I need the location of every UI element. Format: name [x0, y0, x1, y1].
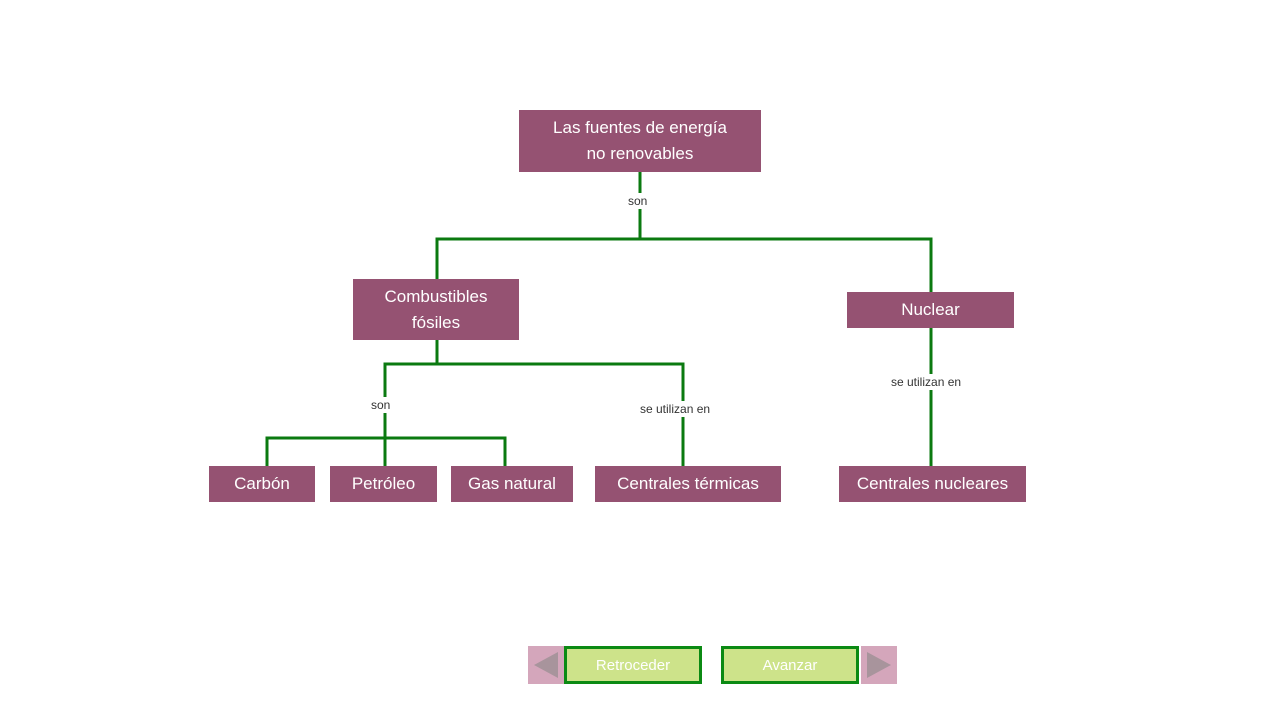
- node-root: Las fuentes de energía no renovables: [519, 110, 761, 172]
- next-arrow-button[interactable]: [861, 646, 897, 684]
- node-thermal-plants-label: Centrales térmicas: [617, 474, 759, 493]
- node-natural-gas-label: Gas natural: [468, 474, 556, 493]
- node-nuclear-label: Nuclear: [901, 300, 960, 319]
- link-label-fossil-use: se utilizan en: [636, 401, 715, 417]
- next-button[interactable]: Avanzar: [721, 646, 859, 684]
- link-label-root-son: son: [624, 193, 652, 209]
- node-carbon-label: Carbón: [234, 474, 290, 493]
- node-root-label: Las fuentes de energía no renovables: [553, 118, 727, 163]
- left-triangle-icon: [534, 652, 558, 678]
- node-petroleum: Petróleo: [330, 466, 437, 502]
- node-fossil-fuels: Combustibles fósiles: [353, 279, 519, 340]
- node-carbon: Carbón: [209, 466, 315, 502]
- node-nuclear-plants: Centrales nucleares: [839, 466, 1026, 502]
- right-triangle-icon: [867, 652, 891, 678]
- node-nuclear: Nuclear: [847, 292, 1014, 328]
- node-petroleum-label: Petróleo: [351, 474, 416, 493]
- node-thermal-plants: Centrales térmicas: [595, 466, 781, 502]
- node-nuclear-plants-label: Centrales nucleares: [856, 474, 1009, 493]
- link-label-fossil-son: son: [367, 397, 395, 413]
- link-label-nuclear-use: se utilizan en: [887, 374, 966, 390]
- back-arrow-button[interactable]: [528, 646, 564, 684]
- back-button[interactable]: Retroceder: [564, 646, 702, 684]
- node-fossil-fuels-label: Combustibles fósiles: [384, 286, 488, 332]
- node-natural-gas: Gas natural: [451, 466, 573, 502]
